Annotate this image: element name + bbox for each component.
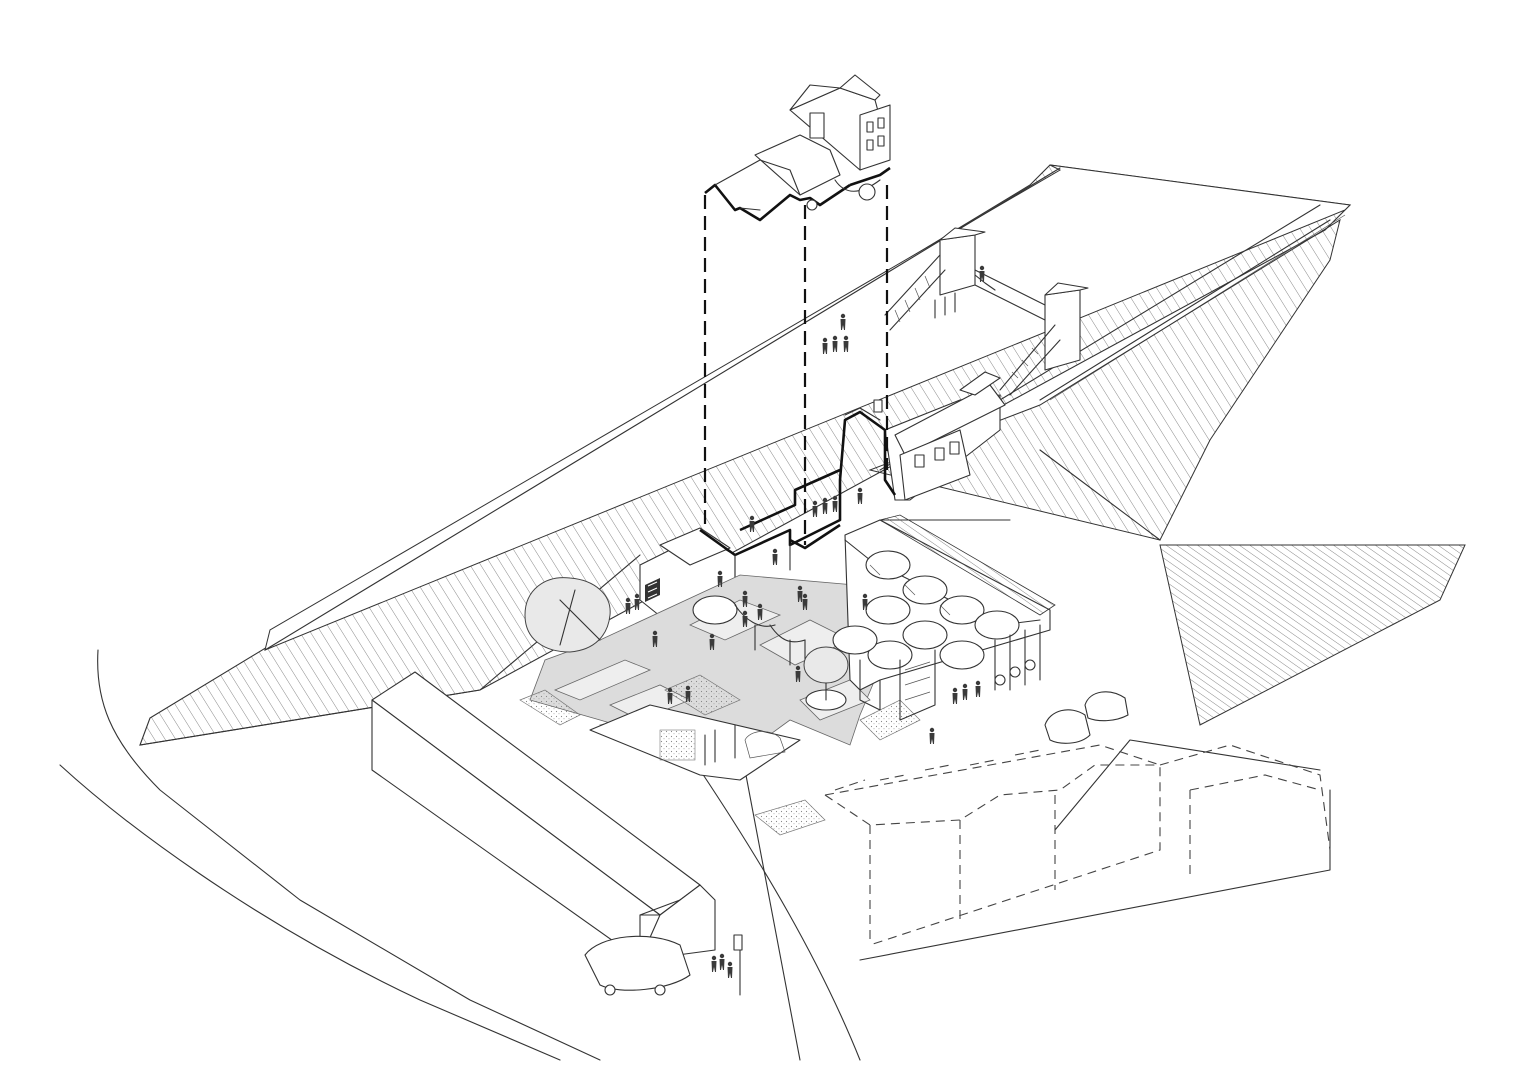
person-figure bbox=[975, 680, 981, 697]
terraced-houses-dashed bbox=[754, 744, 1331, 946]
person-figure bbox=[772, 548, 778, 565]
person-figure bbox=[840, 313, 846, 330]
person-figure bbox=[667, 687, 673, 704]
person-figure bbox=[652, 630, 658, 647]
person-figure bbox=[822, 337, 828, 354]
carpark bbox=[589, 704, 801, 781]
person-figure bbox=[727, 961, 733, 978]
person-figure bbox=[717, 570, 723, 587]
person-figure bbox=[742, 590, 748, 607]
person-figure bbox=[843, 335, 849, 352]
people bbox=[625, 265, 985, 978]
parked-cars bbox=[584, 691, 1129, 996]
person-figure bbox=[757, 603, 763, 620]
sign-post bbox=[733, 934, 743, 996]
person-figure bbox=[952, 687, 958, 704]
person-figure bbox=[797, 585, 803, 602]
trees bbox=[524, 577, 611, 653]
person-figure bbox=[634, 593, 640, 610]
person-figure bbox=[802, 593, 808, 610]
historic-station-building-exploded bbox=[704, 74, 891, 222]
person-figure bbox=[832, 335, 838, 352]
person-figure bbox=[857, 487, 863, 504]
explode-lines bbox=[703, 185, 889, 545]
person-figure bbox=[862, 593, 868, 610]
person-figure bbox=[749, 515, 755, 532]
person-figure bbox=[929, 727, 935, 744]
footbridge bbox=[884, 227, 1089, 396]
station-building bbox=[884, 371, 1006, 501]
person-figure bbox=[795, 665, 801, 682]
person-figure bbox=[822, 497, 828, 514]
person-figure bbox=[711, 955, 717, 972]
person-figure bbox=[812, 500, 818, 517]
person-figure bbox=[685, 685, 691, 702]
person-figure bbox=[719, 953, 725, 970]
person-figure bbox=[709, 633, 715, 650]
person-figure bbox=[979, 265, 985, 282]
person-figure bbox=[962, 683, 968, 700]
person-figure bbox=[832, 495, 838, 512]
person-figure bbox=[625, 597, 631, 614]
person-figure bbox=[742, 610, 748, 627]
forecourt-canopy bbox=[692, 514, 1056, 721]
round-planter bbox=[803, 646, 849, 711]
